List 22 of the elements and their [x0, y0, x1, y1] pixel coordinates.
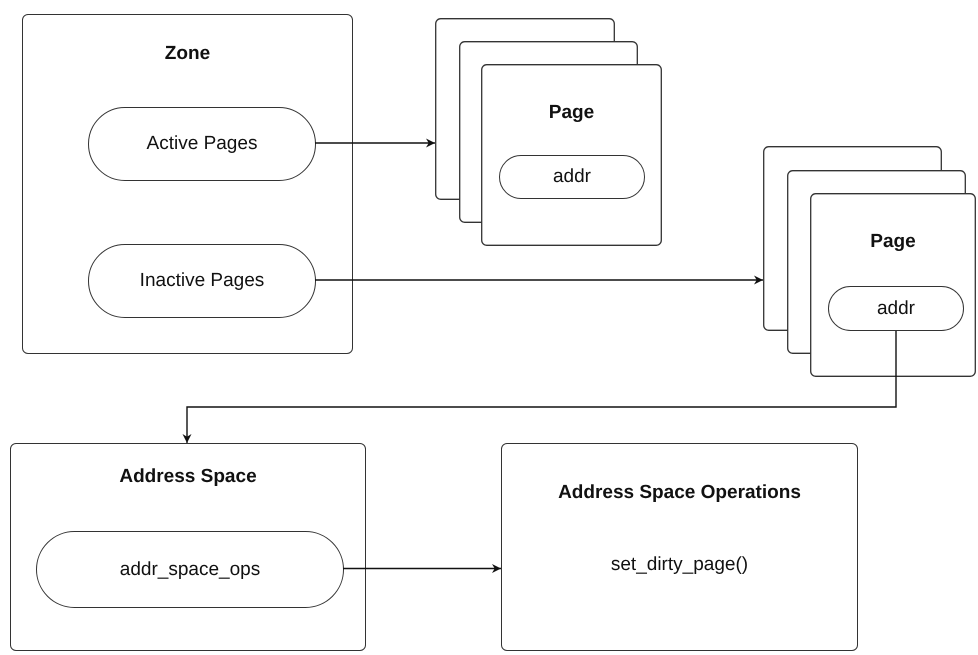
box-heading: Page: [548, 102, 596, 124]
field-pill: [828, 286, 964, 331]
field-label: Active Pages: [146, 133, 258, 155]
box-heading: Address Space Operations: [557, 482, 802, 504]
field-label: Inactive Pages: [140, 270, 264, 292]
address-space-box: [10, 443, 366, 651]
field-label: addr_space_ops: [120, 558, 260, 580]
page-stack: [435, 18, 662, 246]
arrow: [315, 276, 763, 284]
box-heading: Page: [869, 231, 917, 253]
box-heading: Zone: [164, 43, 212, 65]
arrow: [315, 138, 435, 148]
page-stack: [763, 146, 976, 377]
field-pill: [499, 155, 645, 199]
arrow: [182, 331, 897, 443]
field-label: addr: [552, 166, 592, 188]
zone-box: [22, 14, 353, 354]
box-heading: Address Space: [118, 466, 258, 488]
operations-box: [501, 443, 858, 651]
arrow: [343, 564, 501, 573]
field-label: addr: [876, 298, 916, 320]
method-label: set_dirty_page(): [610, 554, 750, 576]
